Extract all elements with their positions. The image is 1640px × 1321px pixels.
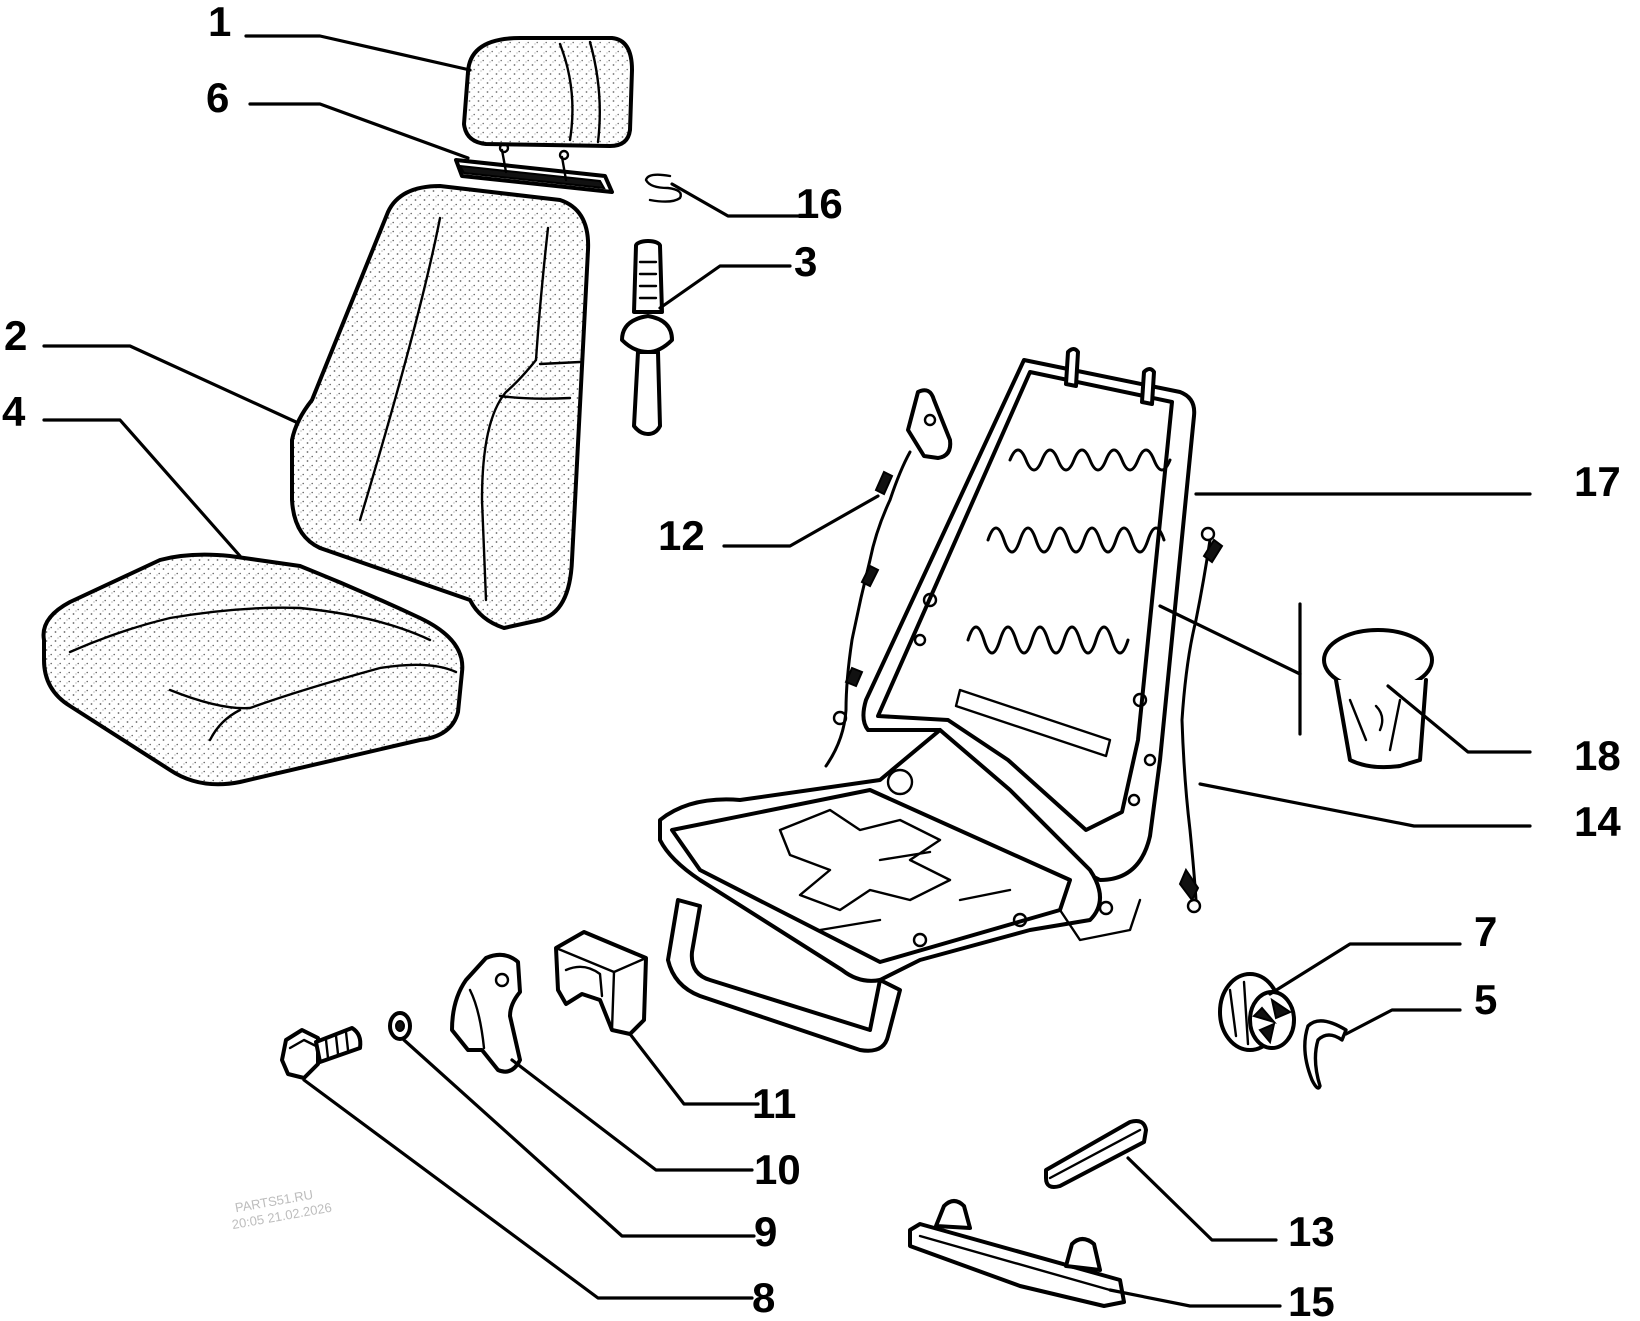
callout-1: 1 (208, 0, 231, 45)
callout-12: 12 (658, 512, 705, 559)
headrest-bushing-part (620, 239, 674, 436)
callout-2: 2 (4, 312, 27, 359)
watermark: PARTS51.RU 20:05 21.02.2026 (231, 1187, 333, 1232)
cover-strip-part (1044, 1119, 1148, 1189)
callout-17: 17 (1574, 458, 1621, 505)
bolt-part (280, 1026, 363, 1080)
callout-16: 16 (796, 180, 843, 227)
leader-lines (42, 34, 1532, 1308)
headrest-part (462, 36, 634, 148)
spring-clip-part (644, 173, 682, 203)
recliner-cable-left-part (824, 388, 953, 768)
callout-4: 4 (2, 388, 26, 435)
callout-7: 7 (1474, 908, 1497, 955)
washer-part (388, 1011, 412, 1041)
circlip-part (1303, 1019, 1348, 1090)
callout-14: 14 (1574, 798, 1621, 845)
backrest-cushion-part (290, 184, 591, 630)
callout-9: 9 (754, 1208, 777, 1255)
callout-11: 11 (752, 1080, 796, 1127)
callout-6: 6 (206, 74, 229, 121)
callout-5: 5 (1474, 976, 1497, 1023)
bracket-part (450, 952, 522, 1074)
seat-rail-part (908, 1199, 1126, 1308)
seat-cushion-part (41, 552, 465, 787)
callout-3: 3 (794, 238, 817, 285)
callout-15: 15 (1288, 1278, 1335, 1321)
recliner-cable-right-part (1178, 526, 1224, 914)
callout-18: 18 (1574, 732, 1621, 779)
callout-10: 10 (754, 1146, 801, 1193)
block-part (554, 930, 648, 1036)
seat-frame-part (658, 347, 1197, 1053)
recliner-knob-part (1218, 972, 1296, 1052)
callout-13: 13 (1288, 1208, 1335, 1255)
plug-cap-part (1322, 628, 1434, 770)
callout-8: 8 (752, 1274, 775, 1321)
headrest-guide-plate-part (454, 142, 614, 194)
